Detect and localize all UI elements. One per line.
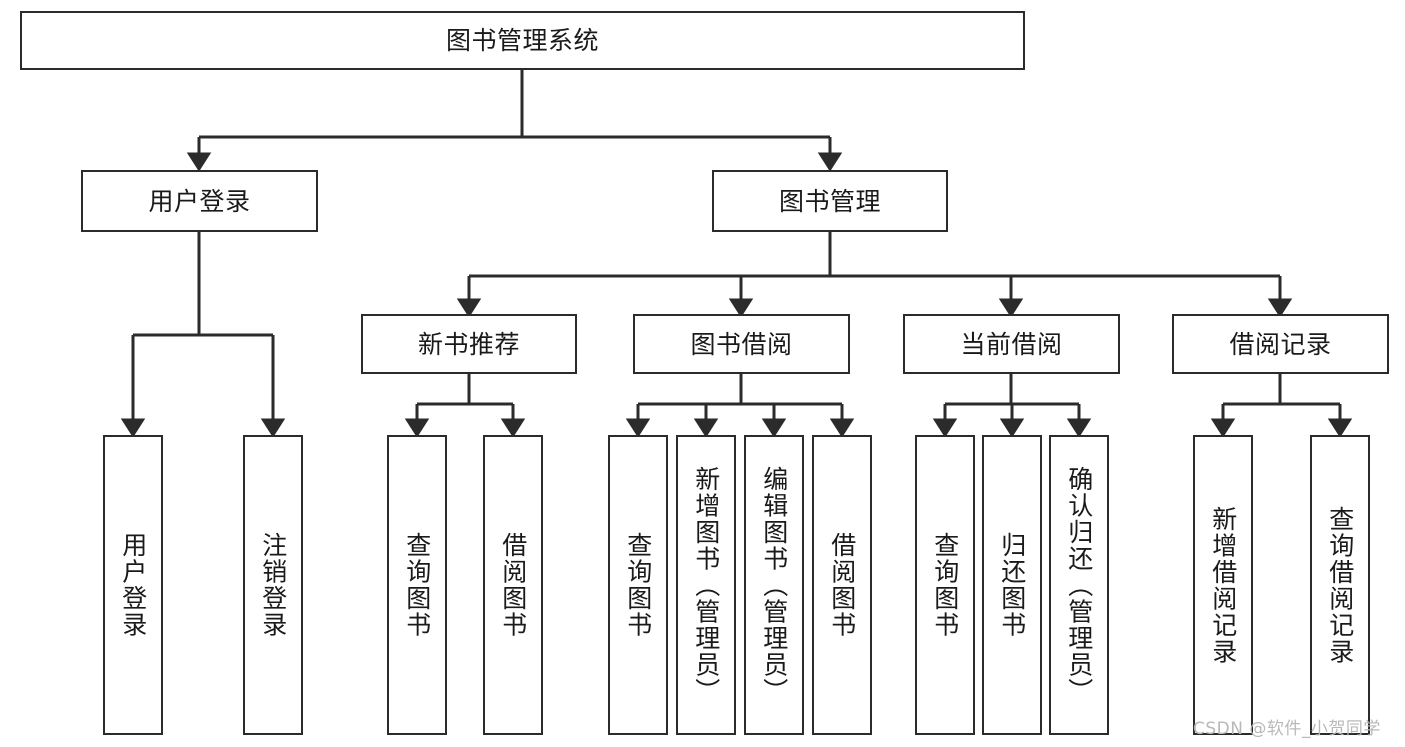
leaf-new-book-query[interactable]: 查询图书: [387, 435, 447, 735]
leaf-current-borrow-confirm-return[interactable]: 确认归还（管理员）: [1049, 435, 1109, 735]
node-label: 新增借阅记录: [1208, 505, 1238, 665]
leaf-book-borrow-add[interactable]: 新增图书（管理员）: [676, 435, 736, 735]
node-label: 图书借阅: [690, 329, 793, 359]
leaf-book-borrow-query[interactable]: 查询图书: [608, 435, 668, 735]
leaf-user-login-signin[interactable]: 用户登录: [103, 435, 163, 735]
node-label: 新书推荐: [417, 329, 520, 359]
leaf-borrow-record-add[interactable]: 新增借阅记录: [1193, 435, 1253, 735]
node-book-management[interactable]: 图书管理: [712, 170, 948, 232]
node-label: 查询图书: [930, 532, 960, 638]
node-label: 新增图书（管理员）: [691, 465, 721, 705]
leaf-current-borrow-return[interactable]: 归还图书: [982, 435, 1042, 735]
leaf-book-borrow-edit[interactable]: 编辑图书（管理员）: [744, 435, 804, 735]
leaf-user-login-signout[interactable]: 注销登录: [243, 435, 303, 735]
leaf-borrow-record-query[interactable]: 查询借阅记录: [1310, 435, 1370, 735]
node-label: 编辑图书（管理员）: [759, 465, 789, 705]
node-current-borrow[interactable]: 当前借阅: [903, 314, 1120, 374]
node-user-login[interactable]: 用户登录: [81, 170, 318, 232]
node-label: 查询图书: [623, 532, 653, 638]
leaf-new-book-borrow[interactable]: 借阅图书: [483, 435, 543, 735]
node-label: 当前借阅: [960, 329, 1063, 359]
node-root-system[interactable]: 图书管理系统: [20, 11, 1025, 70]
node-borrow-record[interactable]: 借阅记录: [1172, 314, 1389, 374]
node-label: 借阅图书: [827, 532, 857, 638]
node-label: 查询图书: [402, 532, 432, 638]
node-label: 图书管理系统: [445, 26, 599, 55]
node-label: 图书管理: [778, 186, 881, 216]
node-label: 借阅记录: [1229, 329, 1332, 359]
node-label: 查询借阅记录: [1325, 505, 1355, 665]
node-book-borrow[interactable]: 图书借阅: [633, 314, 850, 374]
leaf-current-borrow-query[interactable]: 查询图书: [915, 435, 975, 735]
node-label: 用户登录: [118, 532, 148, 638]
leaf-book-borrow-lend[interactable]: 借阅图书: [812, 435, 872, 735]
node-label: 归还图书: [997, 532, 1027, 638]
node-new-book-recommend[interactable]: 新书推荐: [361, 314, 577, 374]
node-label: 注销登录: [258, 532, 288, 638]
node-label: 确认归还（管理员）: [1064, 465, 1094, 705]
node-label: 用户登录: [148, 186, 251, 216]
watermark: CSDN @软件_小贺同学: [1193, 719, 1381, 739]
node-label: 借阅图书: [498, 532, 528, 638]
